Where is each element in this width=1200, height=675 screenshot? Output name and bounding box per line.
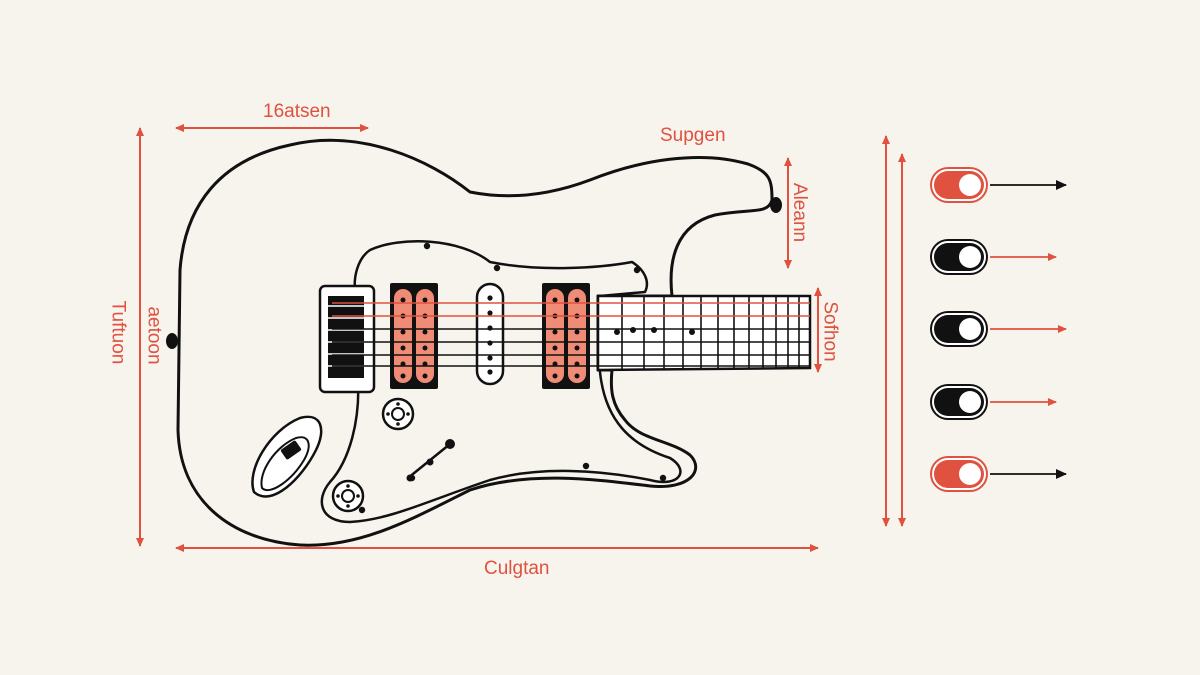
toggle-switch-1[interactable] (930, 167, 988, 203)
toggle-switch-5[interactable] (930, 456, 988, 492)
toggle-switch-3[interactable] (930, 311, 988, 347)
bottom-width-label: Culgtan (484, 558, 550, 579)
body-outline (176, 138, 774, 547)
pickup-selector-switch (406, 439, 455, 482)
horn-height-label: Aleann (789, 182, 811, 243)
bridge (318, 284, 376, 394)
left-height-label: Tuftuon (107, 300, 129, 365)
bridge-humbucker (390, 283, 438, 389)
strap-button-right (770, 197, 782, 213)
toggle-switch-4[interactable] (930, 384, 988, 420)
middle-single-coil (475, 282, 505, 386)
toggle-switch-2[interactable] (930, 239, 988, 275)
strings (332, 302, 810, 367)
dimension-lines (136, 124, 906, 552)
output-jack (251, 415, 323, 498)
left-inner-label: aetoon (143, 306, 165, 365)
toggle-arrows (990, 180, 1067, 479)
strap-button-left (166, 333, 178, 349)
neck-right-label: Sofhon (819, 301, 841, 362)
top-width-label: 16atsen (263, 101, 331, 122)
top-right-label: Supgen (660, 125, 726, 146)
neck-humbucker (542, 283, 590, 389)
tone-knob (331, 479, 365, 513)
pickguard (320, 240, 682, 524)
volume-knob (381, 397, 415, 431)
fretboard (596, 294, 812, 372)
